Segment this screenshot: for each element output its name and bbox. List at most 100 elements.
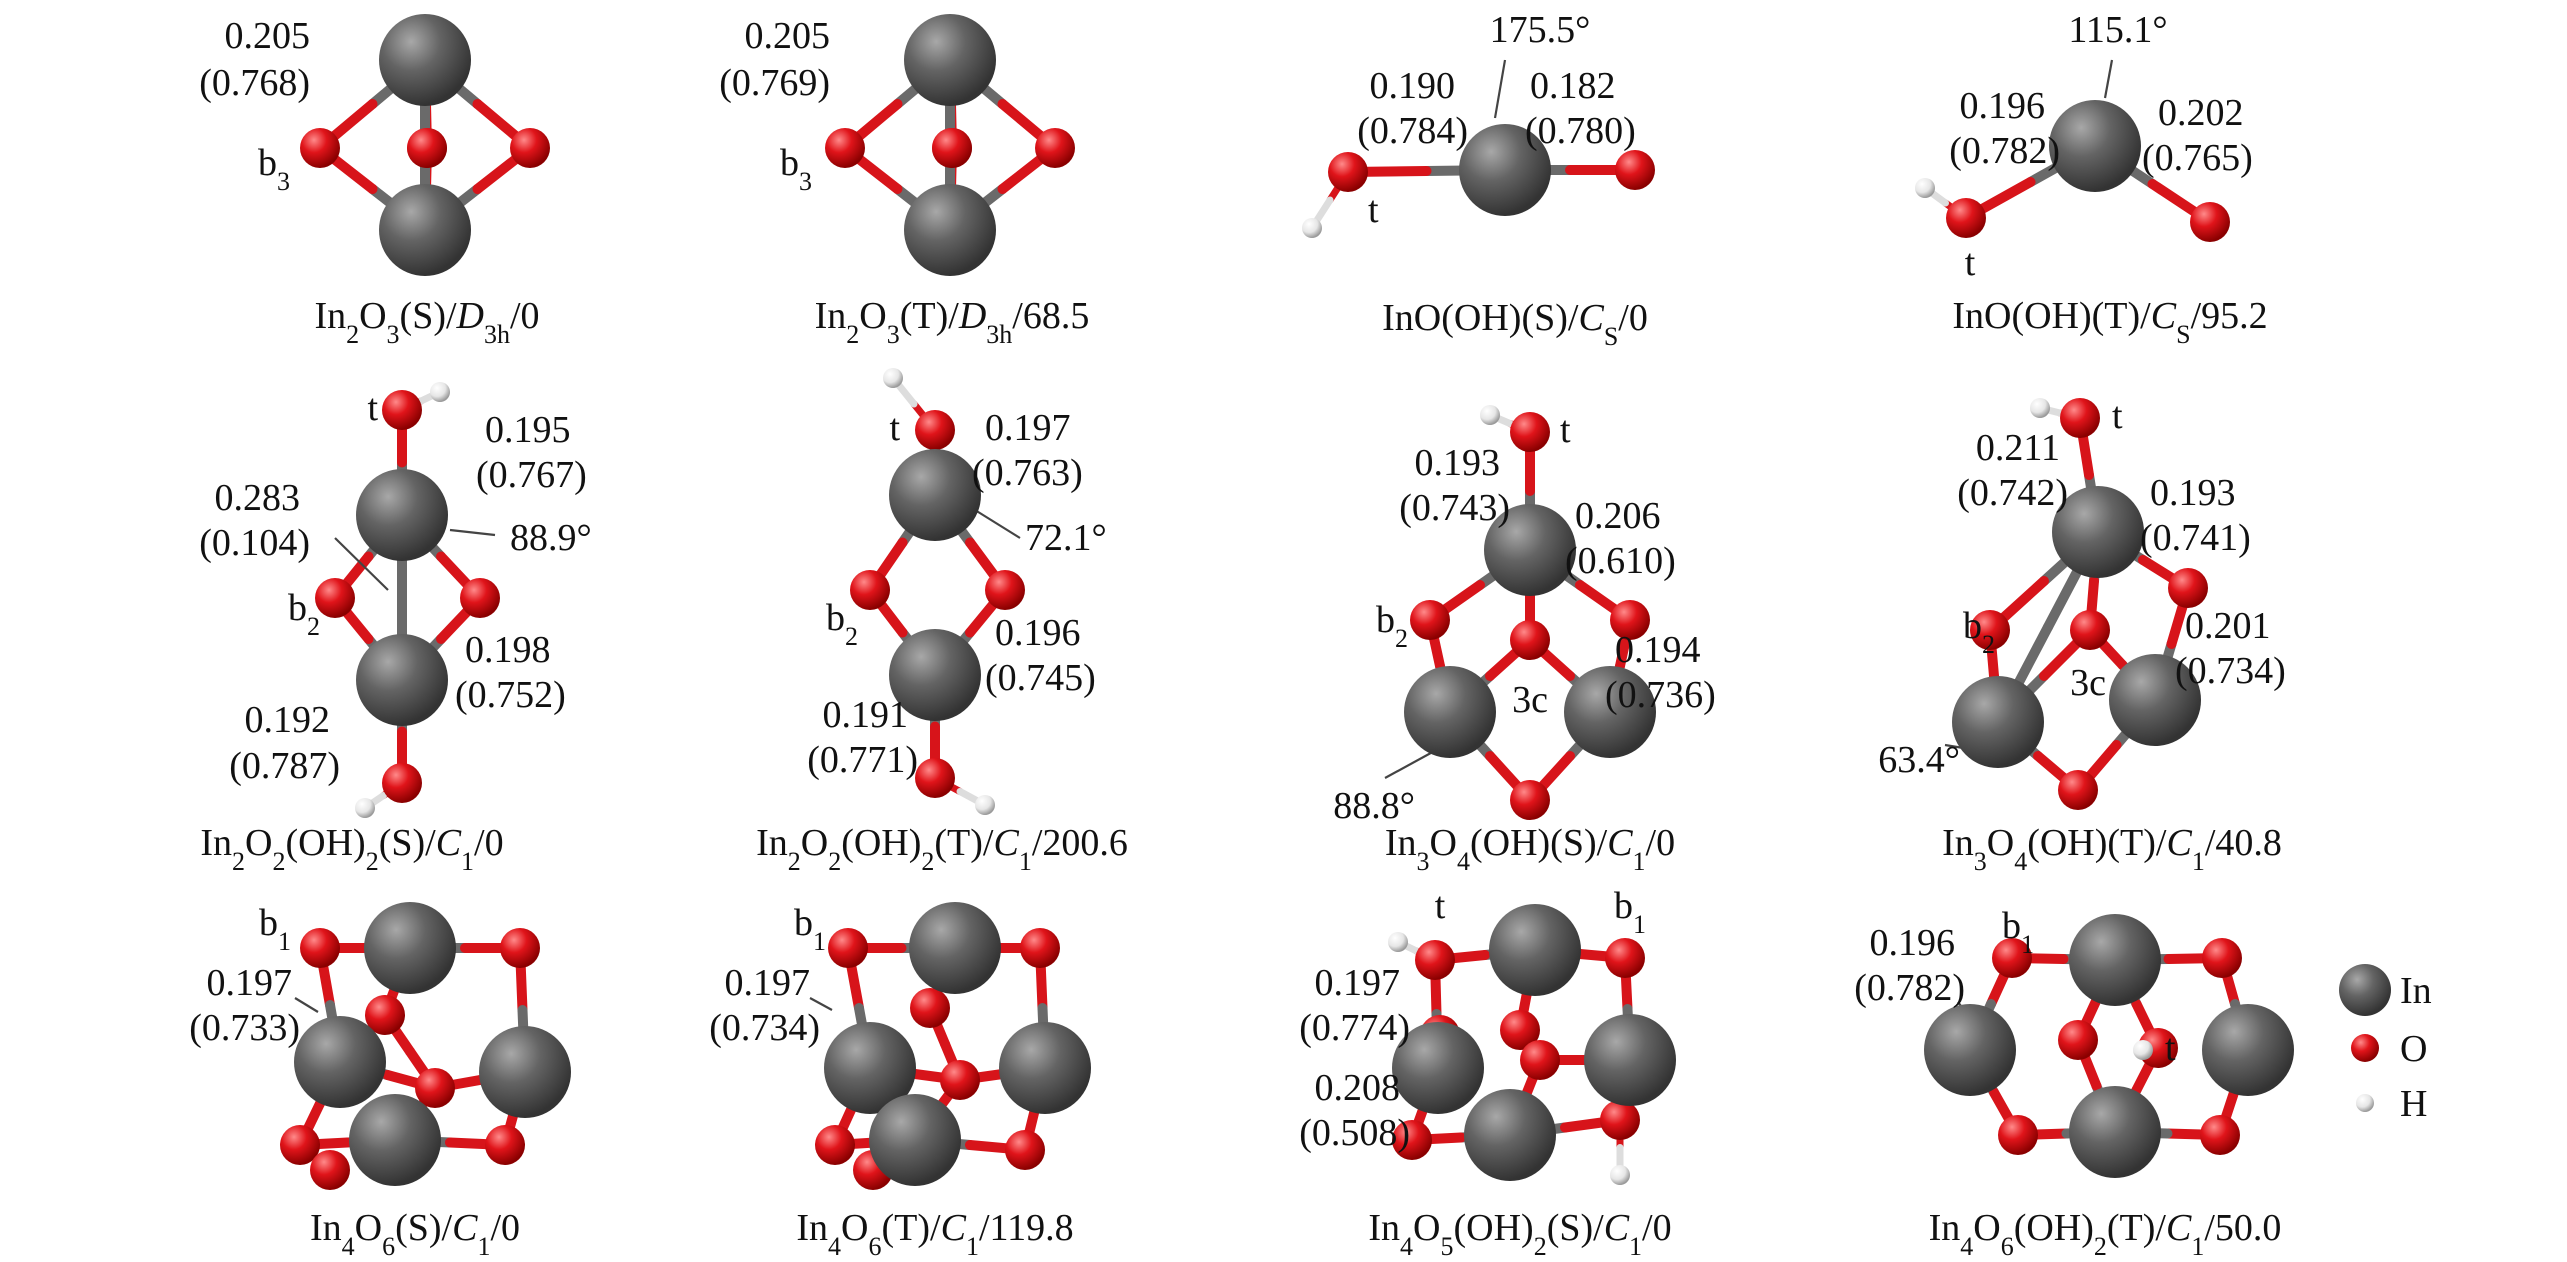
p9-atom-o-5 (500, 928, 540, 968)
p1-label-l1: 0.205 (225, 15, 311, 57)
p9-atom-o-4 (300, 928, 340, 968)
p4-atom-in-0 (2049, 100, 2141, 192)
p2-atom-o-front (932, 128, 972, 168)
p11-atom-in-2 (1584, 1014, 1676, 1106)
p2-atom-in-1 (904, 184, 996, 276)
p2-caption: In2O3(T)/D3h/68.5 (815, 295, 1090, 349)
p7-atom-in-2 (1564, 666, 1656, 758)
p11-label-l1: t (1435, 885, 1446, 927)
p5-caption: In2O2(OH)2(S)/C1/0 (200, 822, 503, 876)
p6-atom-h-7 (975, 795, 995, 815)
p10-label-l2: 0.197 (725, 962, 811, 1004)
p7-label-l9: 3c (1512, 679, 1548, 721)
p12-atom-o-6 (1998, 1115, 2038, 1155)
p6-atom-in-0 (889, 449, 981, 541)
p8-atom-in-2 (2109, 654, 2201, 746)
p2-atom-o-2 (825, 128, 865, 168)
p6-atom-in-1 (889, 629, 981, 721)
p3-leader-line-0 (1493, 59, 1507, 119)
p2-label-l3: b3 (780, 142, 812, 196)
p8-label-l2: 0.211 (1976, 427, 2060, 469)
p8-label-l1: t (2112, 395, 2123, 437)
p11-atom-in-3 (1464, 1089, 1556, 1181)
p6-atom-o-5 (915, 758, 955, 798)
p9-label-l1: b1 (259, 902, 291, 956)
p11-atom-o-8 (1392, 1120, 1432, 1160)
p9-caption: In4O6(S)/C1/0 (310, 1207, 520, 1261)
p10-atom-o-7 (940, 1060, 980, 1100)
p7-atom-o-6 (1610, 600, 1650, 640)
p5-atom-in-0 (356, 469, 448, 561)
p10-leader-line-0 (809, 997, 833, 1011)
p5-atom-o-4 (460, 578, 500, 618)
p11-label-l4: (0.774) (1299, 1007, 1410, 1049)
p5-label-l2: 0.195 (485, 409, 571, 451)
p11-caption: In4O5(OH)2(S)/C1/0 (1368, 1207, 1671, 1261)
p10-atom-o-9 (1005, 1130, 1045, 1170)
p6-atom-o-3 (850, 570, 890, 610)
p4-atom-o-2 (2190, 202, 2230, 242)
p5-leader-line-1 (449, 528, 496, 537)
p7-caption: In3O4(OH)(S)/C1/0 (1385, 822, 1675, 876)
p12-atom-in-2 (2202, 1004, 2294, 1096)
p11-atom-o-5 (1605, 938, 1645, 978)
p2-atom-o-4 (1035, 128, 1075, 168)
p11-atom-o-4 (1415, 940, 1455, 980)
p9-label-l2: 0.197 (207, 962, 293, 1004)
p3-label-l5: (0.780) (1525, 110, 1636, 152)
p12-atom-o-5 (2202, 938, 2242, 978)
p7-atom-o-7 (1510, 780, 1550, 820)
p7-label-l10: 88.8° (1333, 785, 1415, 827)
p6-label-l1: t (889, 407, 900, 449)
p11-atom-in-1 (1392, 1022, 1484, 1114)
p4-label-l6: t (1965, 242, 1976, 284)
p12-atom-o-8 (2058, 1020, 2098, 1060)
p5-label-l11: (0.787) (229, 745, 340, 787)
p9-label-l3: (0.733) (189, 1007, 300, 1049)
p11-label-l3: 0.197 (1315, 962, 1401, 1004)
p8-atom-in-1 (1952, 676, 2044, 768)
p7-label-l1: t (1560, 409, 1571, 451)
p8-atom-o-5 (2070, 610, 2110, 650)
p10-label-l3: (0.734) (709, 1007, 820, 1049)
p11-atom-o-9 (1520, 1040, 1560, 1080)
p3-caption: InO(OH)(S)/CS/0 (1382, 297, 1648, 351)
p6-leader-line-0 (974, 509, 1021, 539)
p3-atom-h-3 (1302, 218, 1322, 238)
p8-atom-o-3 (2060, 398, 2100, 438)
p7-atom-h-8 (1480, 405, 1500, 425)
p8-atom-o-7 (2058, 770, 2098, 810)
p6-label-l8: 0.191 (823, 694, 909, 736)
p8-label-l7: 0.201 (2185, 605, 2271, 647)
p10-atom-in-1 (824, 1022, 916, 1114)
p11-atom-h-11 (1388, 932, 1408, 952)
p8-label-l4: 0.193 (2150, 472, 2236, 514)
p8-atom-o-6 (2168, 568, 2208, 608)
p8-label-l8: (0.734) (2175, 650, 2286, 692)
p5-label-l6: 88.9° (510, 517, 592, 559)
p6-label-l3: (0.763) (972, 452, 1083, 494)
p10-caption: In4O6(T)/C1/119.8 (796, 1207, 1073, 1261)
p9-atom-o-8 (280, 1125, 320, 1165)
p6-label-l7: (0.745) (985, 657, 1096, 699)
p4-label-l5: (0.765) (2142, 137, 2253, 179)
p12-atom-in-3 (2069, 1086, 2161, 1178)
p3-label-l3: (0.784) (1357, 110, 1468, 152)
p6-atom-o-2 (915, 410, 955, 450)
p11-atom-h-12 (1610, 1165, 1630, 1185)
p2-label-l1: 0.205 (745, 15, 831, 57)
p3-atom-o-2 (1615, 150, 1655, 190)
p4-label-l4: 0.202 (2158, 92, 2244, 134)
p8-caption: In3O4(OH)(T)/C1/40.8 (1942, 822, 2282, 876)
p4-atom-o-1 (1946, 198, 1986, 238)
p9-leader-line-0 (294, 997, 319, 1013)
p7-label-l7: 0.194 (1615, 629, 1701, 671)
p5-label-l1: t (367, 387, 378, 429)
legend-hydrogen-icon (2356, 1094, 2374, 1112)
p3-label-l6: t (1368, 189, 1379, 231)
p11-atom-o-6 (1500, 1010, 1540, 1050)
p7-label-l5: (0.610) (1565, 540, 1676, 582)
p12-label-l2: (0.782) (1854, 967, 1965, 1009)
p6-label-l6: 0.196 (995, 612, 1081, 654)
p7-atom-o-3 (1510, 412, 1550, 452)
